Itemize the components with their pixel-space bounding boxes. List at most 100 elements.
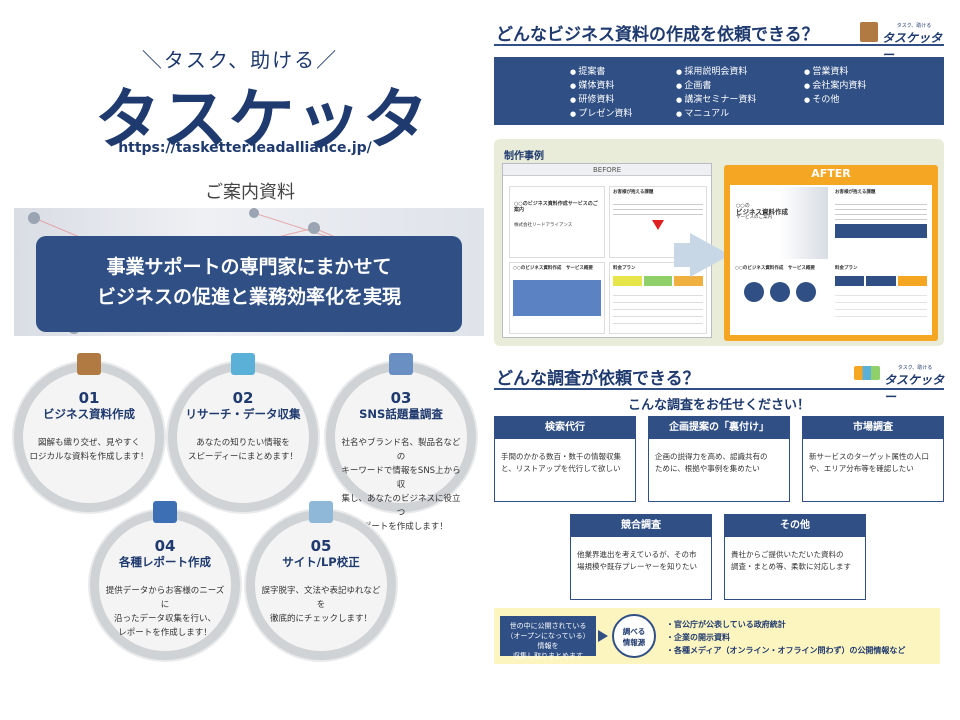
pricing-col bbox=[835, 276, 865, 286]
pricing-col bbox=[613, 276, 642, 286]
service-icon bbox=[389, 353, 413, 375]
service-number: 02 bbox=[232, 389, 254, 407]
service-title: リサーチ・データ収集 bbox=[185, 407, 301, 421]
hero-banner: 事業サポートの専門家にまかせて ビジネスの促進と業務効率化を実現 bbox=[14, 208, 484, 336]
service-title: SNS話題量調査 bbox=[359, 407, 443, 421]
before-issues-title: お客様が抱える課題 bbox=[613, 190, 654, 195]
arrow-stem bbox=[674, 243, 692, 267]
before-company: 株式会社リードアライアンス bbox=[514, 223, 573, 228]
service-number: 04 bbox=[154, 537, 176, 555]
sources-desc-line: 世の中に公開されている bbox=[509, 622, 587, 630]
source-item: 官公庁が公表している政府統計 bbox=[666, 618, 905, 631]
guide-label: ご案内資料 bbox=[205, 182, 295, 203]
case-study-panel: 制作事例 BEFORE ○○のビジネス資料作成サービスのご案内 株式会社リードア… bbox=[494, 139, 944, 346]
sources-desc-line: （オープンになっている）情報を bbox=[506, 632, 590, 650]
sources-description: 世の中に公開されている （オープンになっている）情報を 収集し取りまとめます bbox=[500, 616, 596, 660]
circle-icon bbox=[770, 282, 790, 302]
after-issues: お客様が抱える課題 bbox=[832, 187, 930, 259]
source-item: 企業の開示資料 bbox=[666, 631, 905, 644]
survey-desc-line: 新サービスのターゲット属性の人口 bbox=[809, 452, 929, 461]
logo-tagline: タスク、助ける bbox=[896, 23, 932, 29]
logo-badge-2: タスク、助ける タスケッター bbox=[854, 362, 946, 404]
service-desc-line: 誤字脱字、文法や表記ゆれなどを bbox=[261, 586, 381, 610]
before-cover: ○○のビジネス資料作成サービスのご案内 株式会社リードアライアンス bbox=[509, 186, 605, 258]
survey-card-body: 手間のかかる数百・数千の情報収集と、リストアップを代行して欲しい bbox=[495, 439, 635, 475]
doc-item: 採用説明会資料 bbox=[676, 65, 756, 79]
after-pricing-title: 料金プラン bbox=[835, 266, 858, 271]
service-title: サイト/LP校正 bbox=[282, 555, 360, 569]
pricing-col bbox=[643, 276, 673, 286]
service-icon bbox=[231, 353, 255, 375]
survey-logo-icon bbox=[854, 366, 880, 380]
service-desc-line: 集し、あなたのビジネスに役立つ bbox=[341, 494, 461, 518]
before-issues: お客様が抱える課題 bbox=[609, 186, 707, 258]
service-description: 社名やブランド名、製品名などのキーワードで情報をSNS上から収集し、あなたのビジ… bbox=[335, 436, 467, 534]
down-arrow-icon bbox=[652, 220, 664, 230]
service-number: 05 bbox=[310, 537, 332, 555]
pricing-headers bbox=[835, 276, 927, 286]
pricing-col bbox=[866, 276, 896, 286]
service-desc-line: スピーディーにまとめます！ bbox=[188, 452, 298, 462]
service-description: 図解も織り交ぜ、見やすくロジカルな資料を作成します！ bbox=[23, 436, 155, 464]
after-body: ○○の ビジネス資料作成 サービスのご案内 お客様が抱える課題 ○○のビジネス資… bbox=[730, 185, 932, 335]
service-description: 誤字脱字、文法や表記ゆれなどを徹底的にチェックします！ bbox=[255, 584, 387, 626]
survey-desc-line: と、リストアップを代行して欲しい bbox=[501, 464, 621, 473]
site-url[interactable]: https://tasketter.leadalliance.jp/ bbox=[118, 140, 372, 156]
survey-desc-line: 企画の説得力を高め、認識共有の bbox=[655, 452, 768, 461]
hero-line-2: ビジネスの促進と業務効率化を実現 bbox=[96, 286, 401, 308]
doc-item: プレゼン資料 bbox=[570, 107, 632, 121]
service-desc-line: ロジカルな資料を作成します！ bbox=[29, 452, 149, 462]
service-desc-line: 図解も織り交ぜ、見やすく bbox=[37, 438, 140, 448]
docs-section-title: どんなビジネス資料の作成を依頼できる？ bbox=[496, 25, 819, 45]
sources-badge-line: 情報源 bbox=[622, 638, 646, 647]
doc-item: その他 bbox=[804, 93, 866, 107]
survey-card: 検索代行手間のかかる数百・数千の情報収集と、リストアップを代行して欲しい bbox=[494, 416, 636, 502]
service-icon bbox=[77, 353, 101, 375]
logo-text-2: タスケッター bbox=[884, 373, 945, 404]
service-desc-line: 社名やブランド名、製品名などの bbox=[341, 438, 461, 462]
after-label: AFTER bbox=[811, 167, 851, 180]
pointer-arrow-icon bbox=[598, 630, 608, 642]
after-doc-title-c: サービスのご案内 bbox=[736, 215, 772, 220]
before-doc-title: ○○のビジネス資料作成サービスのご案内 bbox=[514, 201, 598, 213]
survey-card-title: 企画提案の「裏付け」 bbox=[649, 417, 789, 439]
text-lines bbox=[835, 200, 927, 220]
survey-card-body: 新サービスのターゲット属性の人口や、エリア分布等を確認したい bbox=[803, 439, 943, 475]
before-overview-title: ○○のビジネス資料作成 サービス概要 bbox=[513, 266, 593, 271]
survey-card-body: 他業界進出を考えているが、その市場規模や既存プレーヤーを知りたい bbox=[571, 537, 711, 573]
service-number: 01 bbox=[78, 389, 100, 407]
after-overview: ○○のビジネス資料作成 サービス概要 bbox=[732, 263, 828, 333]
source-item: 各種メディア（オンライン・オフライン問わず）の公開情報など bbox=[666, 644, 905, 657]
pricing-col bbox=[674, 276, 704, 286]
document-icon bbox=[860, 22, 878, 42]
survey-desc-line: 他業界進出を考えているが、その市 bbox=[577, 550, 697, 559]
survey-desc-line: ために、根拠や事例を集めたい bbox=[655, 464, 760, 473]
pricing-headers bbox=[613, 276, 704, 286]
survey-card-title: 検索代行 bbox=[495, 417, 635, 439]
survey-card-title: 競合調査 bbox=[571, 515, 711, 537]
hero-message: 事業サポートの専門家にまかせて ビジネスの促進と業務効率化を実現 bbox=[36, 236, 462, 332]
after-cover: ○○の ビジネス資料作成 サービスのご案内 bbox=[732, 187, 828, 259]
service-desc-line: レポートを作成します！ bbox=[118, 628, 212, 638]
sources-list: 官公庁が公表している政府統計 企業の開示資料 各種メディア（オンライン・オフライ… bbox=[666, 618, 905, 657]
highlight-bar bbox=[835, 224, 927, 238]
logo-small-2: タスク、助ける タスケッター bbox=[884, 364, 946, 405]
survey-desc-line: 手間のかかる数百・数千の情報収集 bbox=[501, 452, 621, 461]
tagline: ＼タスク、助ける／ bbox=[141, 48, 339, 72]
service-desc-line: キーワードで情報をSNS上から収 bbox=[341, 466, 461, 490]
after-slide: AFTER ○○の ビジネス資料作成 サービスのご案内 お客様が抱える課題 ○○… bbox=[724, 165, 938, 341]
survey-card-body: 企画の説得力を高め、認識共有のために、根拠や事例を集めたい bbox=[649, 439, 789, 475]
service-title: 各種レポート作成 bbox=[119, 555, 211, 569]
service-desc-line: 提供データからお客様のニーズに bbox=[105, 586, 225, 610]
doc-col-2: 採用説明会資料 企画書 講演セミナー資料 マニュアル bbox=[676, 65, 756, 121]
after-pricing: 料金プラン bbox=[832, 263, 930, 333]
service-desc-line: 沿ったデータ収集を行い、 bbox=[113, 614, 216, 624]
after-overview-title: ○○のビジネス資料作成 サービス概要 bbox=[735, 266, 815, 271]
doc-item: マニュアル bbox=[676, 107, 756, 121]
survey-subtitle: こんな調査をお任せください！ bbox=[627, 398, 810, 413]
doc-item: 講演セミナー資料 bbox=[676, 93, 756, 107]
